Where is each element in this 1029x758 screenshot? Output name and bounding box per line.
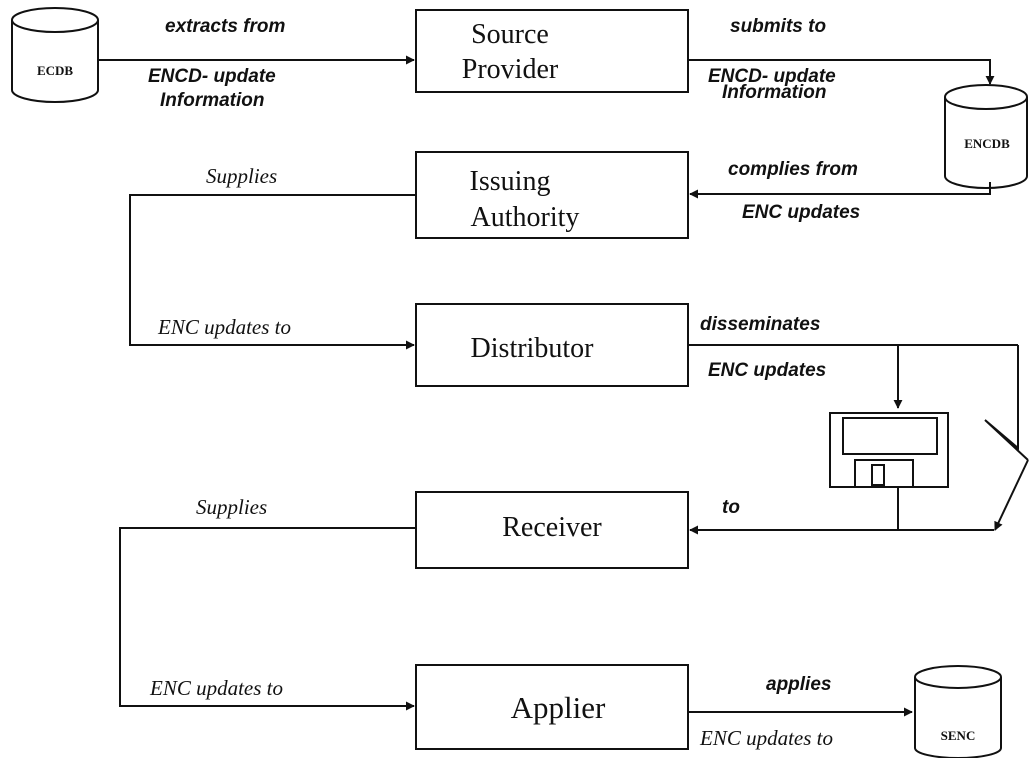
source-provider-box: Source Provider xyxy=(415,9,689,93)
label-applies: applies xyxy=(766,674,831,695)
distributor-label: Distributor xyxy=(471,333,595,364)
applier-label: Applier xyxy=(511,690,606,725)
applier-box: Applier xyxy=(415,664,689,750)
label-information-2: Information xyxy=(722,82,827,103)
arrow-receiver-to-applier xyxy=(119,527,416,711)
label-to: to xyxy=(722,497,740,518)
label-enc-updates-1: ENC updates xyxy=(742,202,860,223)
label-extracts-from: extracts from xyxy=(165,16,285,37)
label-enc-updates-to-1: ENC updates to xyxy=(157,315,291,339)
label-submits-to: submits to xyxy=(730,16,826,37)
label-encd-update-1: ENCD- update xyxy=(148,66,276,87)
label-compiles-from: complies from xyxy=(728,159,858,180)
label-supplies-1: Supplies xyxy=(206,164,277,188)
issuing-authority-box: Issuing Authority xyxy=(415,151,689,239)
label-enc-updates-2: ENC updates xyxy=(708,360,826,381)
label-enc-updates-to-3: ENC updates to xyxy=(699,726,833,750)
floppy-disk-icon xyxy=(829,412,949,488)
label-disseminates: disseminates xyxy=(700,314,820,335)
source-provider-label-line1: Source xyxy=(471,19,549,50)
label-encd-update-2: ENCD- update xyxy=(708,66,836,87)
arrow-source-to-encdb xyxy=(688,59,995,85)
receiver-box: Receiver xyxy=(415,491,689,569)
senc-database: SENC xyxy=(914,665,1002,758)
label-enc-updates-to-2: ENC updates to xyxy=(149,676,283,700)
receiver-label: Receiver xyxy=(502,512,602,543)
bolt-arrow xyxy=(994,459,1029,531)
issuing-authority-label-line1: Issuing xyxy=(470,166,551,197)
arrow-issuing-to-distributor xyxy=(129,194,416,350)
arrow-encdb-to-issuing xyxy=(689,182,991,199)
source-provider-label-line2: Provider xyxy=(462,54,559,85)
label-supplies-2: Supplies xyxy=(196,495,267,519)
line-disk-down xyxy=(897,487,994,531)
senc-label: SENC xyxy=(941,728,976,743)
ecdb-label: ECDB xyxy=(37,63,73,78)
distributor-box: Distributor xyxy=(415,303,689,387)
issuing-authority-label-line2: Authority xyxy=(471,202,580,233)
lightning-bolt-icon xyxy=(984,345,1029,461)
label-information-1: Information xyxy=(160,90,265,111)
encdb-label: ENCDB xyxy=(964,136,1010,151)
encdb-database: ENCDB xyxy=(944,84,1028,189)
ecdb-database: ECDB xyxy=(11,7,99,103)
